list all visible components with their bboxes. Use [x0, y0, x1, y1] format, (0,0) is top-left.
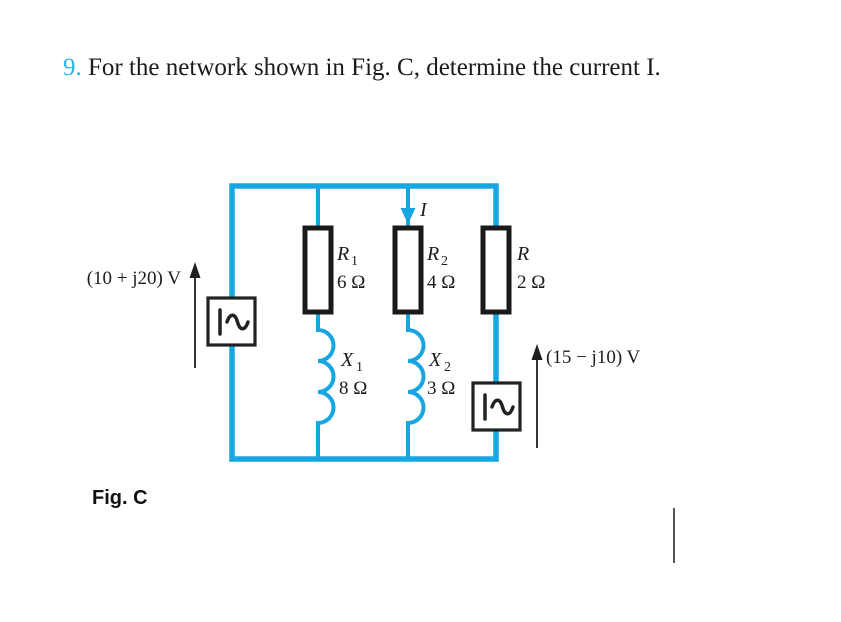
resistor-r2-body	[392, 225, 424, 315]
ac-source-left-sine-icon	[225, 313, 250, 331]
circuit-outer-loop-wire	[229, 183, 499, 462]
label-x2-value: 3 Ω	[427, 378, 455, 399]
figure-caption: Fig. C	[92, 487, 148, 509]
left-voltage-label: (10 + j20) V	[87, 268, 182, 289]
label-r1-subscript: 1	[351, 254, 358, 269]
right-voltage-arrow-up-icon	[531, 344, 543, 360]
resistor-r-body	[480, 225, 512, 315]
label-x1-subscript: 1	[356, 360, 363, 375]
label-x1-symbol: X	[340, 349, 354, 371]
label-r-symbol: R	[516, 243, 529, 265]
branch1-wire-inductor-x1	[316, 186, 336, 459]
right-voltage-label: (15 − j10) V	[546, 347, 641, 368]
label-x2-symbol: X	[428, 349, 442, 371]
current-label: I	[419, 199, 428, 221]
problem-text: For the network shown in Fig. C, determi…	[81, 54, 661, 81]
label-r2-subscript: 2	[441, 254, 448, 269]
current-arrow-down-icon	[400, 208, 416, 224]
label-r1-symbol: R	[336, 243, 349, 265]
label-x1-value: 8 Ω	[339, 378, 367, 399]
label-r2-value: 4 Ω	[427, 272, 455, 293]
label-r-value: 2 Ω	[517, 272, 545, 293]
problem-number: 9.	[63, 54, 82, 81]
label-x2-subscript: 2	[444, 360, 451, 375]
left-voltage-arrow-up-icon	[189, 262, 201, 278]
label-r2-symbol: R	[426, 243, 439, 265]
ac-source-right-sine-icon	[490, 398, 515, 416]
problem-statement: 9. For the network shown in Fig. C, dete…	[63, 49, 685, 86]
resistor-r1-body	[302, 225, 334, 315]
branch2-wire-inductor-x2	[406, 186, 426, 459]
label-r1-value: 6 Ω	[337, 272, 365, 293]
